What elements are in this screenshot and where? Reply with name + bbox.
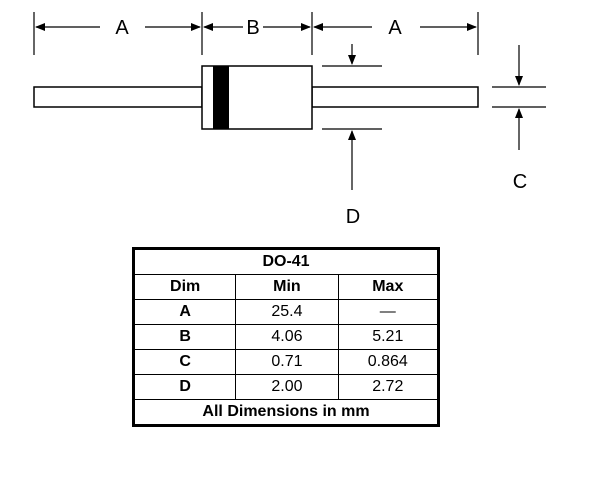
- header-min: Min: [235, 274, 339, 300]
- row-max: 5.21: [337, 324, 440, 350]
- dim-d-label: D: [346, 206, 360, 228]
- row-dim: C: [132, 349, 237, 375]
- table-row: D 2.00 2.72: [132, 374, 440, 400]
- dim-a-left-label: A: [115, 17, 129, 39]
- row-dim: A: [132, 299, 237, 325]
- table-row: A 25.4 —: [132, 299, 440, 325]
- row-min: 0.71: [235, 349, 339, 375]
- dim-b-label: B: [246, 17, 259, 39]
- table-title-row: DO-41: [133, 248, 439, 275]
- row-min: 25.4: [235, 299, 339, 325]
- table-title: DO-41: [133, 248, 439, 275]
- do41-package-outline-diagram: A B A D C: [33, 12, 546, 228]
- table-row: C 0.71 0.864: [132, 349, 440, 375]
- dim-c-label: C: [513, 171, 527, 193]
- header-dim: Dim: [132, 274, 237, 300]
- row-max: 0.864: [337, 349, 440, 375]
- dim-a-right-label: A: [388, 17, 402, 39]
- row-dim: D: [132, 374, 237, 400]
- left-lead: [33, 86, 203, 108]
- right-lead: [311, 86, 479, 108]
- table-footer: All Dimensions in mm: [133, 399, 439, 426]
- row-dim: B: [132, 324, 237, 350]
- cathode-band: [213, 66, 229, 129]
- row-min: 2.00: [235, 374, 339, 400]
- dimensions-table: DO-41 Dim Min Max A 25.4 — B 4.06 5.21 C…: [132, 247, 440, 427]
- table-footer-row: All Dimensions in mm: [133, 399, 439, 426]
- table-header-row: Dim Min Max: [132, 274, 440, 300]
- header-max: Max: [337, 274, 440, 300]
- table-row: B 4.06 5.21: [132, 324, 440, 350]
- row-max: 2.72: [337, 374, 440, 400]
- row-min: 4.06: [235, 324, 339, 350]
- row-max: —: [337, 299, 440, 325]
